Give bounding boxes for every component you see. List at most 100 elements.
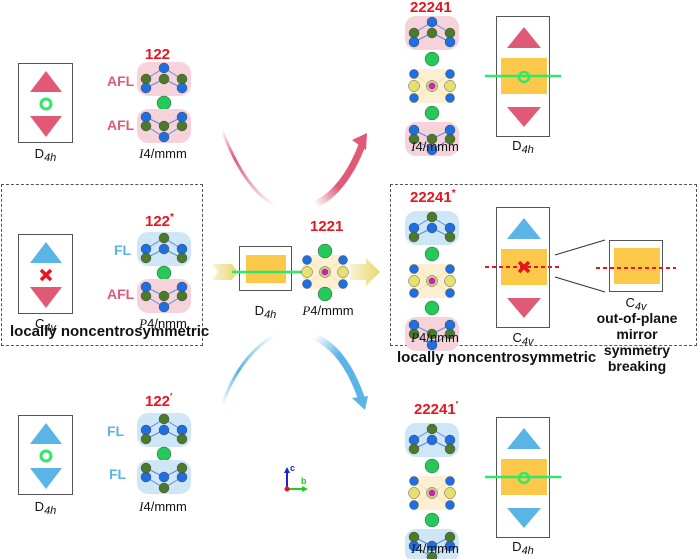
triangle-up-icon bbox=[507, 27, 541, 48]
atom bbox=[140, 281, 152, 293]
atom bbox=[176, 281, 188, 293]
atom bbox=[176, 290, 188, 302]
crystal-structure-22241-prime bbox=[405, 423, 459, 559]
crystal-structure-122-star bbox=[137, 232, 191, 313]
triangle-up-icon bbox=[507, 428, 541, 449]
atom bbox=[140, 252, 152, 264]
spacer-atom bbox=[424, 512, 440, 528]
right-noncentrosymmetric-region bbox=[390, 184, 697, 346]
atom bbox=[158, 413, 170, 425]
atom bbox=[140, 111, 152, 123]
mirror-plane-1221 bbox=[232, 270, 302, 274]
atom bbox=[409, 264, 419, 274]
atom bbox=[176, 471, 188, 483]
atom bbox=[444, 231, 456, 243]
arrow-blue-right-arc bbox=[313, 333, 366, 402]
inset-note: out-of-plane mirror symmetry breaking bbox=[596, 310, 678, 374]
symmetry-box-122 bbox=[18, 63, 73, 143]
arrow-yellow-left bbox=[212, 264, 238, 280]
triangle-up-icon bbox=[507, 218, 541, 239]
inset-pointer-bottom bbox=[554, 276, 606, 293]
spacer-atom bbox=[424, 300, 440, 316]
atom bbox=[409, 476, 419, 486]
atom bbox=[140, 82, 152, 94]
arrow-pink-left-arc bbox=[220, 129, 276, 207]
atom bbox=[444, 434, 456, 446]
atom bbox=[426, 540, 438, 552]
triangle-down-icon bbox=[507, 107, 541, 127]
atom bbox=[408, 443, 420, 455]
point-group-22241-prime: D4h bbox=[512, 539, 534, 557]
atom bbox=[445, 93, 455, 103]
atom bbox=[408, 80, 420, 92]
mirror-plane-22241 bbox=[485, 74, 561, 78]
atom bbox=[426, 27, 438, 39]
atom bbox=[426, 211, 438, 223]
spacer-atom bbox=[156, 265, 172, 281]
title-122-star: 122* bbox=[145, 212, 174, 230]
triangle-down-icon bbox=[30, 287, 62, 308]
crystal-structure-22241 bbox=[405, 16, 459, 156]
triangle-up-icon bbox=[30, 242, 62, 263]
arrow-blue-head bbox=[352, 396, 368, 410]
atom bbox=[140, 120, 152, 132]
left-noncentrosymmetric-region bbox=[1, 184, 203, 346]
arrow-yellow-right bbox=[350, 258, 380, 286]
atom bbox=[158, 120, 170, 132]
atom bbox=[408, 319, 420, 331]
title-22241-star: 22241* bbox=[410, 188, 456, 206]
space-group-1221: P4/mmm bbox=[302, 303, 354, 318]
layer-label-afl: AFL bbox=[107, 286, 135, 302]
atom bbox=[176, 243, 188, 255]
atom bbox=[337, 266, 349, 278]
spacer-atom bbox=[424, 105, 440, 121]
atom bbox=[301, 266, 313, 278]
origin-icon bbox=[284, 486, 290, 492]
inset-point-group: C4v bbox=[625, 295, 647, 313]
atom bbox=[408, 531, 420, 543]
triangle-down-icon bbox=[507, 508, 541, 528]
atom bbox=[140, 433, 152, 445]
atom bbox=[158, 131, 170, 143]
atom bbox=[426, 144, 438, 156]
space-group-22241-star: P4/nmm bbox=[411, 330, 459, 345]
atom bbox=[426, 423, 438, 435]
crystal-structure-122 bbox=[137, 62, 191, 143]
atom bbox=[444, 319, 456, 331]
atom bbox=[444, 443, 456, 455]
triangle-up-icon bbox=[30, 71, 62, 92]
crystal-structure-122-prime bbox=[137, 413, 191, 494]
space-group-22241: I4/mmm bbox=[411, 139, 459, 154]
title-1221: 1221 bbox=[310, 218, 344, 235]
layer-label-fl-bottom: FL bbox=[109, 466, 127, 482]
atom bbox=[444, 124, 456, 136]
spacer-atom bbox=[424, 51, 440, 67]
spacer-atom bbox=[424, 246, 440, 262]
atom bbox=[409, 288, 419, 298]
atom bbox=[140, 424, 152, 436]
atom bbox=[426, 339, 438, 351]
atom bbox=[426, 328, 438, 340]
atom bbox=[426, 434, 438, 446]
atom bbox=[176, 73, 188, 85]
atom bbox=[408, 36, 420, 48]
inversion-center-icon bbox=[39, 97, 53, 111]
title-122-prime: 122′ bbox=[145, 392, 173, 410]
atom bbox=[444, 531, 456, 543]
atom bbox=[158, 243, 170, 255]
triangle-up-icon bbox=[30, 423, 62, 444]
atom bbox=[140, 462, 152, 474]
layer-label-afl-top: AFL bbox=[107, 73, 135, 89]
title-122: 122 bbox=[145, 46, 171, 63]
atom bbox=[409, 69, 419, 79]
mirror-plane-22241-prime bbox=[485, 475, 561, 479]
point-group-22241-star: C4v bbox=[512, 330, 534, 348]
atom bbox=[158, 424, 170, 436]
atom bbox=[426, 222, 438, 234]
title-22241: 22241 bbox=[410, 0, 452, 16]
atom bbox=[302, 255, 312, 265]
atom bbox=[302, 279, 312, 289]
space-group-122-prime: I4/mmm bbox=[139, 499, 187, 514]
note-locally-noncentrosymmetric-right: locally noncentrosymmetric bbox=[397, 349, 597, 366]
arrow-pink-head bbox=[352, 133, 367, 150]
